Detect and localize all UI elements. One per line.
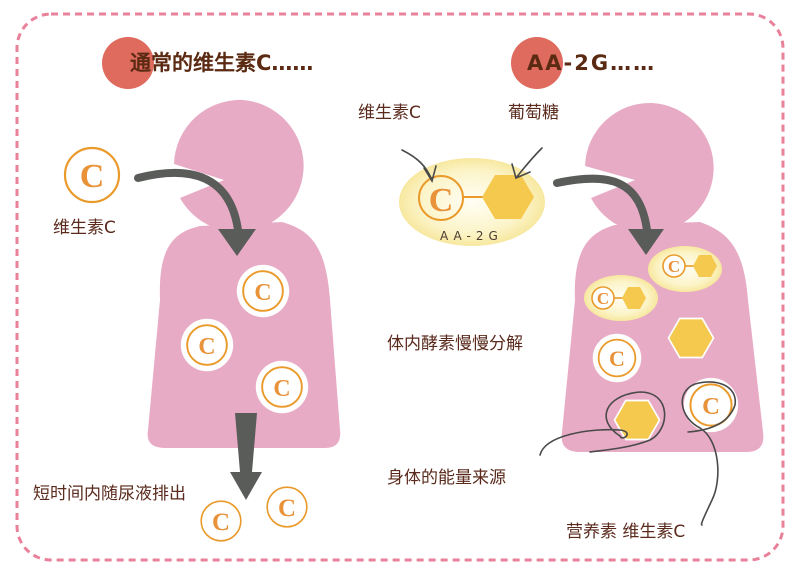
energy-source-label: 身体的能量来源	[387, 468, 506, 488]
left-panel-title: 通常的维生素C……	[130, 51, 314, 75]
right-title-dot	[511, 37, 563, 89]
right-panel-title: AA-2G……	[527, 51, 657, 75]
left-excretion-arrow	[230, 413, 262, 500]
left-intake-arrow	[134, 168, 256, 256]
nutrient-label: 营养素 维生素C	[566, 522, 686, 542]
svg-text:C: C	[597, 289, 609, 308]
aa2g-molecule: C	[399, 158, 545, 246]
left-title-dot	[102, 37, 154, 89]
aa2g-capsule-small: C	[584, 275, 658, 321]
aa2g-molecule-label: AA-2G	[440, 229, 503, 243]
svg-text:C: C	[668, 257, 680, 276]
right-intake-arrow	[553, 174, 664, 255]
glucose-label: 葡萄糖	[508, 103, 559, 123]
vitamin-c-icon	[200, 500, 242, 542]
aa2g-vitamin-c-label: 维生素C	[358, 103, 421, 123]
excretion-label: 短时间内随尿液排出	[33, 484, 186, 504]
dashed-frame	[15, 12, 785, 562]
svg-text:C: C	[429, 182, 454, 219]
vitamin-c-icon	[63, 146, 121, 204]
vitamin-c-icon	[266, 486, 308, 528]
vitamin-c-icon	[180, 318, 234, 372]
aa2g-capsule-small: C	[648, 246, 722, 292]
vitamin-c-icon	[592, 333, 642, 383]
vitamin-c-label: 维生素C	[53, 218, 116, 238]
vitamin-c-icon	[255, 360, 309, 414]
pointer-loops	[539, 381, 736, 526]
enzyme-breakdown-label: 体内酵素慢慢分解	[387, 334, 523, 354]
pointer-arrows	[401, 147, 543, 184]
vitamin-c-icon	[236, 264, 290, 318]
